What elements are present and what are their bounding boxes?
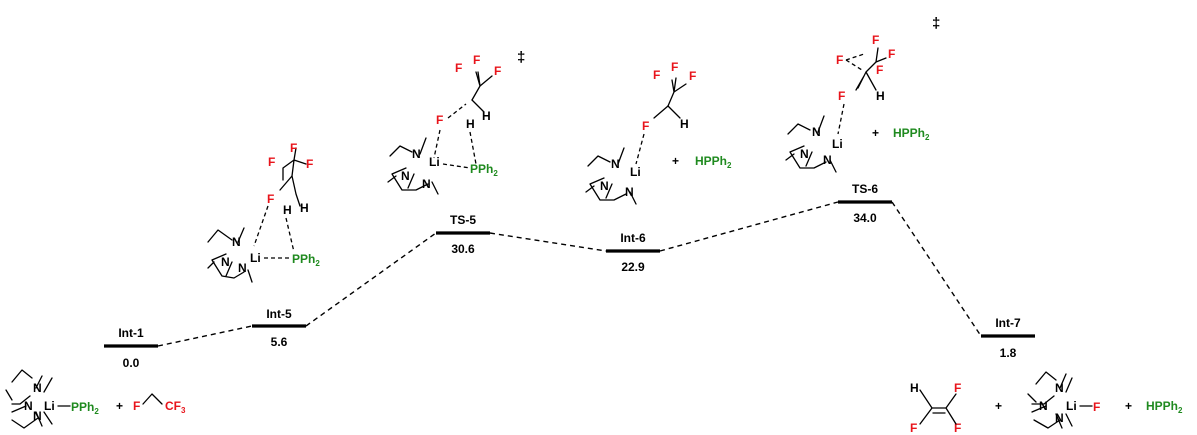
energy-ts-5: 30.6 bbox=[451, 242, 475, 256]
svg-text:F: F bbox=[838, 89, 845, 103]
svg-text:H: H bbox=[466, 117, 475, 131]
energy-ts-6: 34.0 bbox=[853, 211, 877, 225]
svg-text:H: H bbox=[876, 89, 885, 103]
svg-text:F: F bbox=[268, 155, 275, 169]
connectors bbox=[157, 201, 982, 347]
plus-sign: + bbox=[1125, 399, 1132, 413]
plus-sign: + bbox=[116, 399, 123, 413]
svg-text:N: N bbox=[625, 185, 634, 199]
plus-sign: + bbox=[872, 126, 879, 140]
level-labels: Int-1 0.0 Int-5 5.6 TS-5 30.6 Int-6 22.9… bbox=[118, 182, 1021, 370]
svg-text:Li: Li bbox=[429, 155, 440, 169]
plus-sign: + bbox=[995, 399, 1002, 413]
structure-ts-6: F F F F H F N N N Li + HPPh2 bbox=[785, 33, 930, 173]
svg-text:F: F bbox=[876, 63, 883, 77]
structure-int-1-reactants: N N N Li PPh2 + F CF3 bbox=[5, 369, 186, 429]
svg-text:N: N bbox=[800, 147, 809, 161]
pph2-group: PPh2 bbox=[292, 252, 320, 268]
energy-int-5: 5.6 bbox=[271, 335, 288, 349]
svg-text:H: H bbox=[482, 109, 491, 123]
label-ts-6: TS-6 bbox=[852, 182, 878, 196]
svg-text:F: F bbox=[954, 421, 961, 435]
svg-text:F: F bbox=[473, 53, 480, 67]
svg-text:N: N bbox=[1055, 411, 1064, 425]
svg-text:Li: Li bbox=[1066, 399, 1077, 413]
trifluoroethyl-fluoride: F CF3 bbox=[133, 393, 186, 415]
label-ts-5: TS-5 bbox=[450, 213, 476, 227]
plus-sign: + bbox=[672, 154, 679, 168]
svg-text:F: F bbox=[872, 33, 879, 47]
svg-text:F: F bbox=[494, 64, 501, 78]
svg-text:Li: Li bbox=[44, 399, 55, 413]
dagger-ts-6: ‡ bbox=[932, 15, 940, 32]
svg-text:N: N bbox=[24, 399, 33, 413]
tmeda-li-pph2: N N N Li PPh2 bbox=[5, 369, 99, 429]
svg-text:N: N bbox=[238, 261, 247, 275]
svg-text:H: H bbox=[283, 203, 292, 217]
structure-ts-5: F F F H H F N N N Li PPh2 bbox=[387, 53, 501, 195]
svg-text:F: F bbox=[455, 61, 462, 75]
tmeda-li-f: N N N Li F bbox=[1027, 371, 1100, 429]
svg-text:N: N bbox=[232, 235, 241, 249]
structure-int-7-products: H F F F + N N N Li F + HPPh2 bbox=[910, 371, 1183, 435]
svg-text:N: N bbox=[401, 169, 410, 183]
connector-int1-int5 bbox=[157, 325, 253, 347]
svg-text:N: N bbox=[812, 125, 821, 139]
svg-text:F: F bbox=[642, 119, 649, 133]
svg-text:N: N bbox=[422, 177, 431, 191]
connector-int5-ts5 bbox=[305, 232, 437, 327]
svg-text:N: N bbox=[823, 153, 832, 167]
svg-text:Li: Li bbox=[250, 251, 261, 265]
svg-text:N: N bbox=[33, 409, 42, 423]
pph2-group: PPh2 bbox=[71, 400, 99, 416]
svg-text:N: N bbox=[600, 179, 609, 193]
label-int-6: Int-6 bbox=[620, 231, 646, 245]
svg-text:F: F bbox=[653, 68, 660, 82]
svg-text:F: F bbox=[888, 47, 895, 61]
hpph2-group: HPPh2 bbox=[1146, 399, 1183, 415]
svg-text:N: N bbox=[611, 157, 620, 171]
svg-text:N: N bbox=[1055, 381, 1064, 395]
label-int-5: Int-5 bbox=[266, 307, 292, 321]
svg-text:F: F bbox=[910, 421, 917, 435]
svg-text:F: F bbox=[290, 141, 297, 155]
svg-text:N: N bbox=[221, 255, 230, 269]
hpph2-group: HPPh2 bbox=[893, 126, 930, 142]
svg-text:F: F bbox=[306, 157, 313, 171]
connector-ts5-int6 bbox=[489, 232, 607, 252]
svg-text:N: N bbox=[412, 147, 421, 161]
svg-text:F: F bbox=[133, 399, 140, 413]
svg-text:F: F bbox=[836, 53, 843, 67]
structure-int-5: F F F F H H N N N Li PPh2 bbox=[207, 141, 320, 283]
svg-text:F: F bbox=[954, 381, 961, 395]
structure-int-6: F F F H F N N N Li + HPPh2 bbox=[585, 60, 732, 205]
dagger-ts-5: ‡ bbox=[517, 49, 525, 66]
svg-text:F: F bbox=[1093, 400, 1100, 414]
label-int-7: Int-7 bbox=[995, 316, 1021, 330]
svg-text:F: F bbox=[671, 60, 678, 74]
svg-text:Li: Li bbox=[832, 137, 843, 151]
energy-int-7: 1.8 bbox=[1000, 346, 1017, 360]
hpph2-group: HPPh2 bbox=[695, 154, 732, 170]
label-int-1: Int-1 bbox=[118, 326, 144, 340]
pph2-group: PPh2 bbox=[470, 162, 498, 178]
svg-text:N: N bbox=[1039, 399, 1048, 413]
svg-text:H: H bbox=[910, 381, 919, 395]
svg-text:F: F bbox=[267, 192, 274, 206]
energy-int-1: 0.0 bbox=[123, 356, 140, 370]
connector-int6-ts6 bbox=[659, 201, 839, 252]
svg-text:N: N bbox=[33, 381, 42, 395]
svg-text:F: F bbox=[436, 113, 443, 127]
cf3-group: CF3 bbox=[165, 399, 186, 415]
svg-text:Li: Li bbox=[630, 165, 641, 179]
svg-text:H: H bbox=[680, 117, 689, 131]
connector-ts6-int7 bbox=[891, 201, 982, 337]
energy-int-6: 22.9 bbox=[621, 260, 645, 274]
energy-levels bbox=[104, 200, 1035, 348]
svg-text:F: F bbox=[689, 69, 696, 83]
svg-text:H: H bbox=[300, 201, 309, 215]
trifluoroethylene: H F F F bbox=[910, 381, 961, 435]
